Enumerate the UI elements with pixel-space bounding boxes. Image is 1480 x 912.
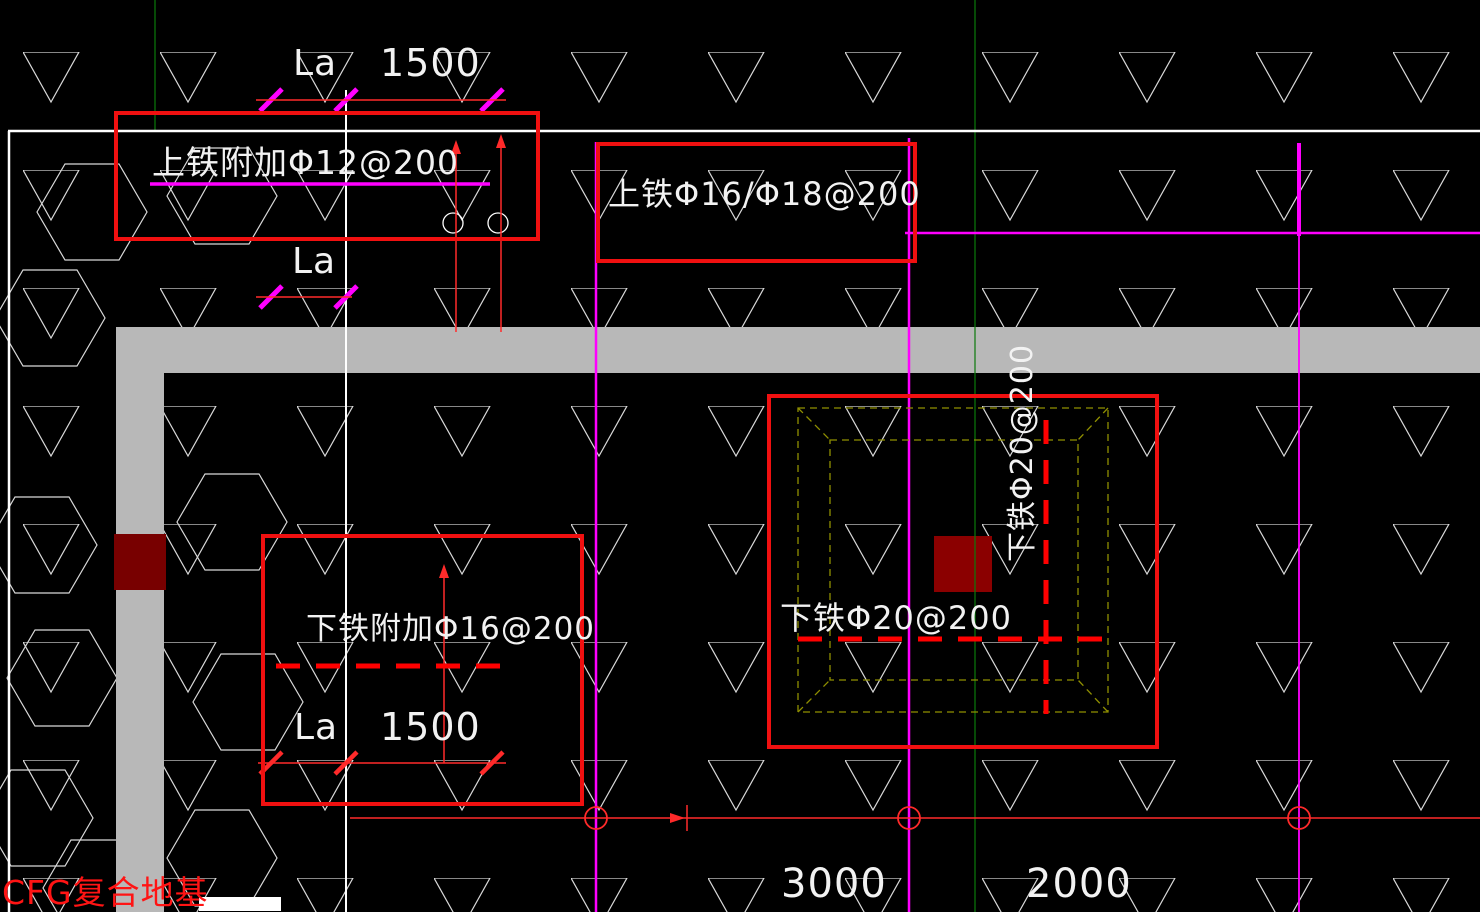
callout-box-top-main[interactable] [596,142,917,263]
dimension-lines-red [256,99,1480,831]
beam-band-horizontal [116,327,1480,373]
callout-box-top-add[interactable] [114,111,540,241]
callout-text-bottom-main[interactable]: 下铁Φ20@200 [780,599,1012,637]
corner-white-block [199,897,281,911]
column-fill-left [114,534,166,590]
dim-1500-inner[interactable]: 1500 [380,705,481,749]
frame-lines-white [7,90,1480,912]
dim-3000[interactable]: 3000 [781,861,887,907]
corner-label-cfg[interactable]: CFG复合地基 [2,873,209,912]
beam-band-vertical [116,327,164,912]
callout-text-bottom-main-vertical[interactable]: 下铁Φ20@200 [1005,343,1040,562]
added-rebar-dashed-red [276,420,1106,714]
column-fill-right [934,536,992,592]
dim-1500-top[interactable]: 1500 [380,41,481,85]
dim-la-inner[interactable]: La [294,707,339,748]
callout-text-top-add[interactable]: 上铁附加Φ12@200 [152,143,459,182]
callout-text-top-main[interactable]: 上铁Φ16/Φ18@200 [608,175,921,213]
dim-la-mid[interactable]: La [292,241,337,282]
grid-lines-green [154,0,976,912]
callout-box-bottom-main[interactable] [767,394,1159,749]
callout-box-bottom-add[interactable] [261,534,584,806]
dimension-arrows-red [439,134,685,823]
dim-la-top[interactable]: La [293,43,338,84]
callout-text-bottom-add[interactable]: 下铁附加Φ16@200 [306,611,596,647]
dim-2000[interactable]: 2000 [1026,861,1132,907]
aux-marking-olive [797,407,1109,713]
axis-lines-magenta [150,87,1480,912]
